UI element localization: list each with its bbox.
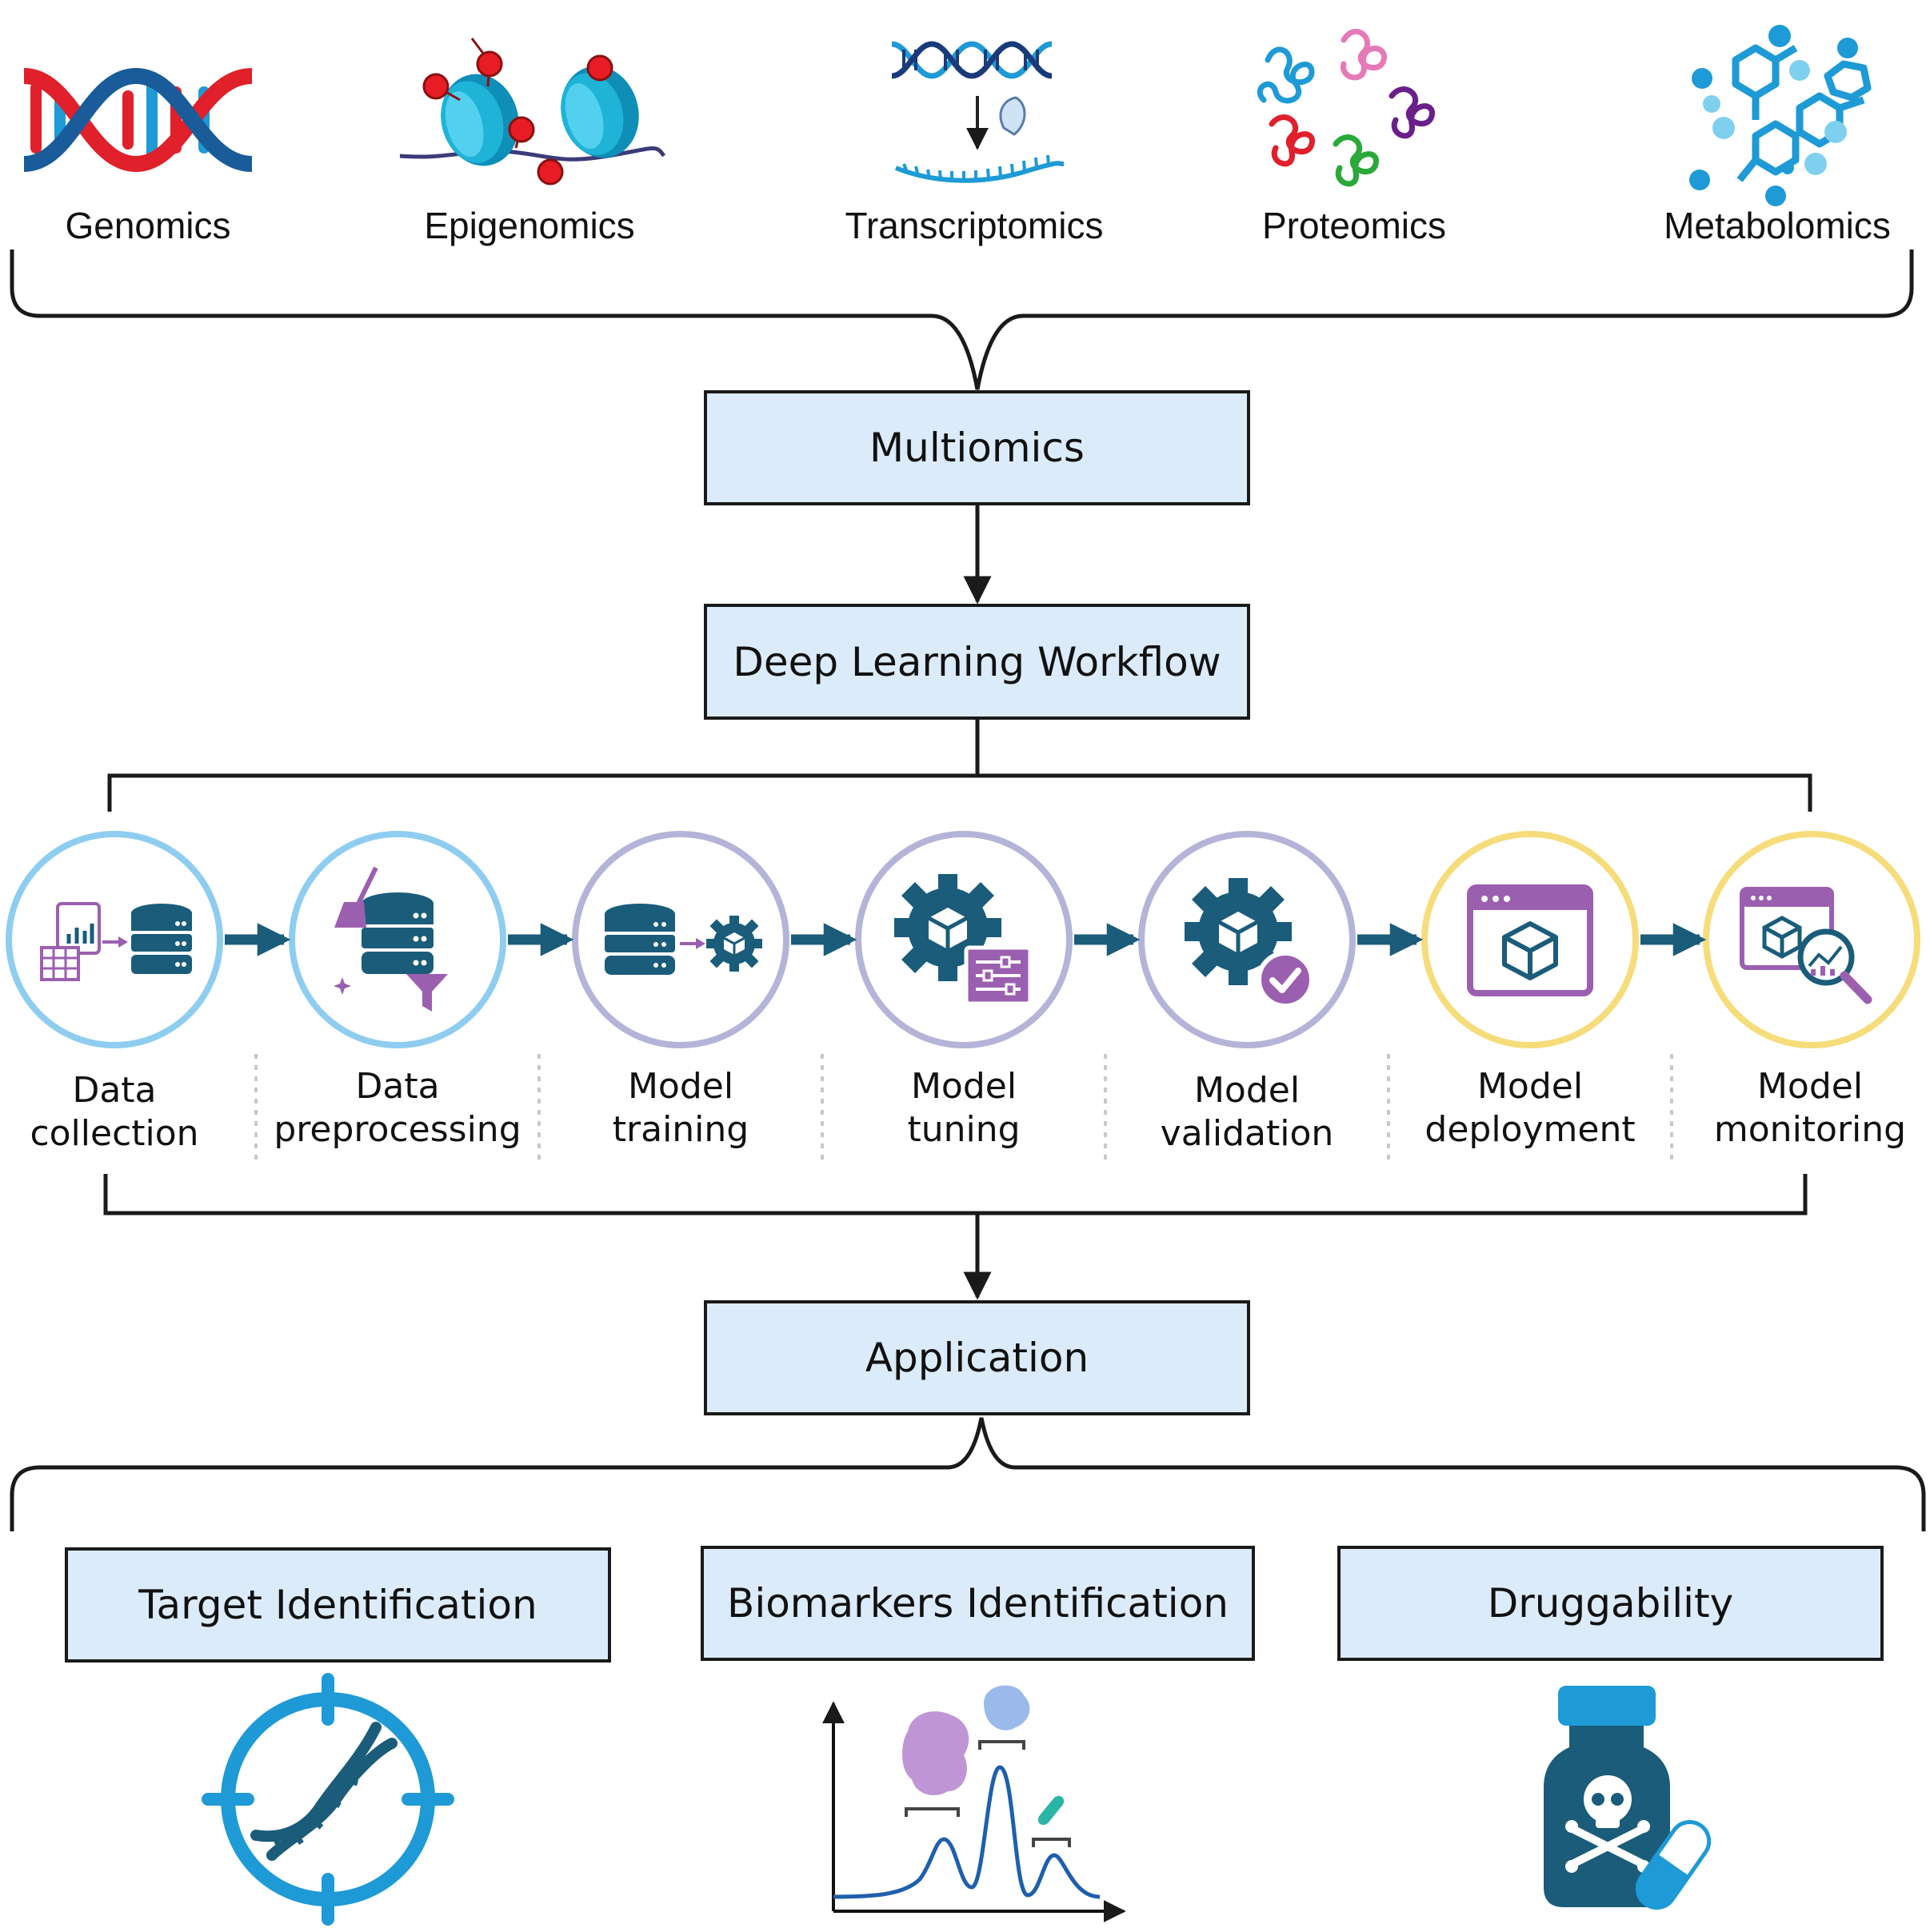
omic-label-transcriptomics: Transcriptomics: [845, 205, 1104, 246]
step-separators: [254, 1054, 1673, 1164]
workflow-bracket: [107, 720, 1812, 812]
omic-label-proteomics: Proteomics: [1261, 205, 1447, 246]
model-validation-icon: [1185, 878, 1314, 1008]
multiomics-box: Multiomics: [704, 390, 1250, 505]
application-brace: [10, 1417, 1926, 1531]
data-collection-icon: [40, 902, 192, 981]
ring-data-collection: [6, 831, 223, 1048]
omic-label-epigenomics: Epigenomics: [424, 205, 635, 246]
deep-learning-workflow-box: Deep Learning Workflow: [704, 604, 1250, 720]
steps-bracket: [103, 1174, 1808, 1215]
model-training-icon: [605, 904, 762, 975]
application-box: Application: [704, 1300, 1250, 1415]
toxic-drug-bottle-icon: [1544, 1686, 1712, 1910]
metabolite-molecules-icon: [1689, 25, 1872, 206]
biomarker-peak-chart-icon: [822, 1685, 1126, 1922]
data-preprocessing-icon: [334, 866, 448, 1012]
model-tuning-icon: [894, 874, 1033, 1006]
nucleosome-methylation-icon: [399, 38, 666, 186]
model-deployment-icon: [1467, 884, 1593, 996]
ring-model-training: [572, 831, 789, 1048]
protein-chains-icon: [1257, 28, 1435, 187]
omics-brace: [10, 249, 1914, 390]
model-monitoring-icon: [1740, 887, 1872, 1004]
omic-label-genomics: Genomics: [65, 205, 231, 246]
biomarkers-identification-box: Biomarkers Identification: [701, 1546, 1255, 1661]
omic-label-metabolomics: Metabolomics: [1664, 205, 1891, 246]
dna-double-helix-icon: [23, 67, 253, 173]
druggability-box: Druggability: [1337, 1546, 1884, 1661]
dna-target-icon: [202, 1673, 454, 1926]
dna-to-rna-transcription-icon: [891, 41, 1065, 183]
target-identification-box: Target Identification: [65, 1547, 611, 1663]
